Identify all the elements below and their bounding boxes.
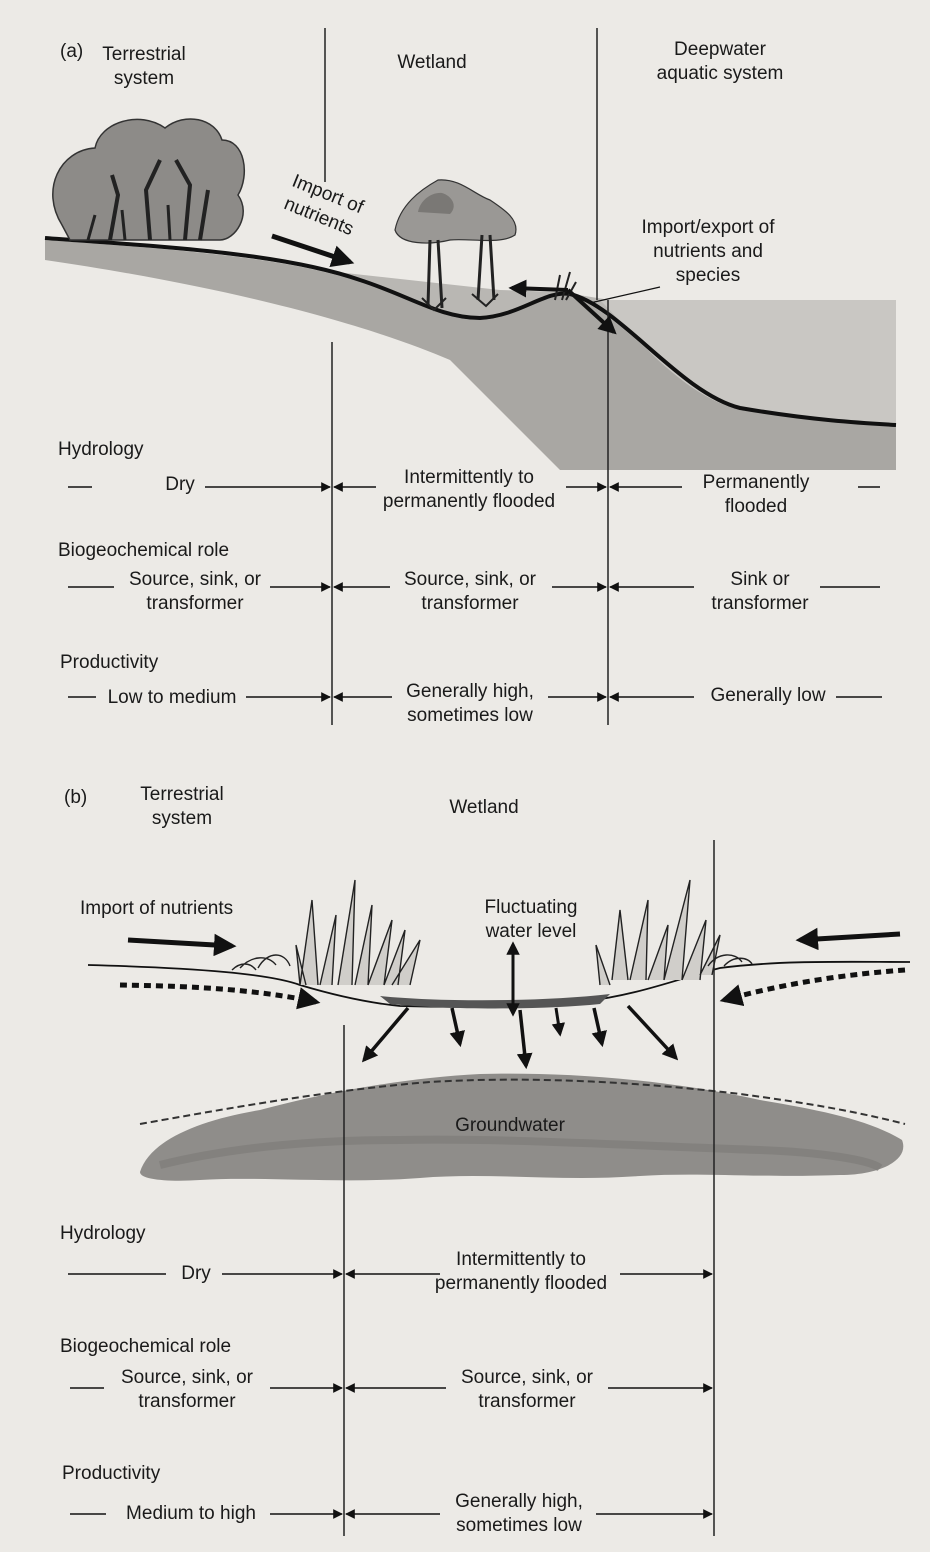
- panel-b-fluctuating-label: Fluctuating water level: [456, 896, 606, 944]
- panel-b-biogeochemical-heading: Biogeochemical role: [60, 1335, 231, 1359]
- panel-a-biogeochemical-heading: Biogeochemical role: [58, 539, 229, 563]
- panel-b-letter: (b): [64, 786, 87, 810]
- panel-a-landscape: [45, 119, 896, 470]
- panel-b-hydrology-heading: Hydrology: [60, 1222, 146, 1246]
- panel-b-terrestrial-label: Terrestrial system: [122, 783, 242, 831]
- panel-a-import-export-label: Import/export of nutrients and species: [618, 216, 798, 288]
- panel-b-hydrology-wetland: Intermittently to permanently flooded: [414, 1248, 628, 1296]
- panel-b-biogeochemical-wetland: Source, sink, or transformer: [442, 1366, 612, 1414]
- panel-b-productivity-terrestrial: Medium to high: [110, 1502, 272, 1526]
- panel-a-biogeochemical-deepwater: Sink or transformer: [690, 568, 830, 616]
- panel-a-biogeochemical-wetland: Source, sink, or transformer: [384, 568, 556, 616]
- panel-a-wetland-label: Wetland: [362, 51, 502, 75]
- panel-a-hydrology-terrestrial: Dry: [140, 473, 220, 497]
- panel-b-flow-arrows: [120, 934, 905, 1066]
- panel-b-productivity-wetland: Generally high, sometimes low: [436, 1490, 602, 1538]
- panel-a-productivity-heading: Productivity: [60, 651, 158, 675]
- panel-a-deepwater-label: Deepwater aquatic system: [625, 38, 815, 86]
- panel-a-productivity-wetland: Generally high, sometimes low: [384, 680, 556, 728]
- panel-b-productivity-heading: Productivity: [62, 1462, 160, 1486]
- panel-a-letter: (a): [60, 40, 83, 64]
- panel-b-biogeochemical-terrestrial: Source, sink, or transformer: [104, 1366, 270, 1414]
- panel-b-wetland-label: Wetland: [414, 796, 554, 820]
- panel-a-biogeochemical-terrestrial: Source, sink, or transformer: [110, 568, 280, 616]
- panel-a-hydrology-wetland: Intermittently to permanently flooded: [362, 466, 576, 514]
- panel-a-productivity-deepwater: Generally low: [696, 684, 840, 708]
- panel-a-hydrology-heading: Hydrology: [58, 438, 144, 462]
- panel-b-groundwater-label: Groundwater: [430, 1114, 590, 1138]
- panel-b-hydrology-terrestrial: Dry: [166, 1262, 226, 1286]
- panel-b-import-nutrients-label: Import of nutrients: [80, 897, 233, 921]
- panel-a-terrestrial-label: Terrestrial system: [84, 43, 204, 91]
- panel-a-hydrology-deepwater: Permanently flooded: [676, 471, 836, 519]
- panel-a-productivity-terrestrial: Low to medium: [96, 686, 248, 710]
